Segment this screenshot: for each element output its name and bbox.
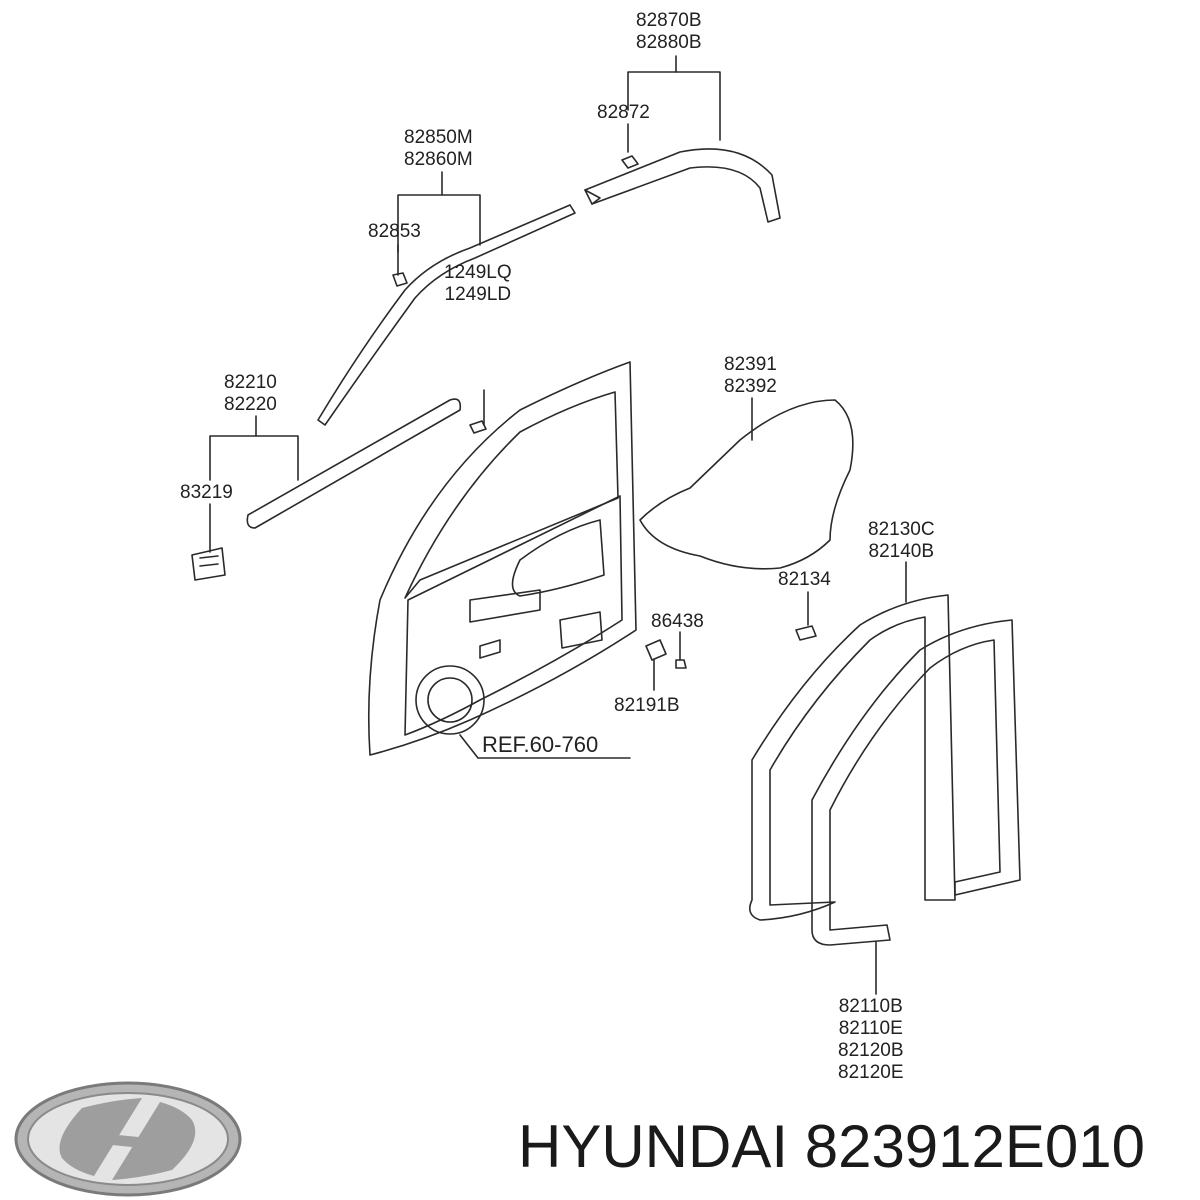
part-number: 82134 (778, 569, 831, 590)
part-number: 82140B (868, 541, 935, 562)
part-number: 82120E (838, 1062, 904, 1083)
label-ref: REF.60-760 (482, 732, 598, 758)
part-number: 82870B (636, 10, 702, 31)
outer-weatherstrip (191, 398, 487, 581)
part-number: 82872 (597, 102, 650, 123)
part-number: 82210 (224, 372, 277, 393)
label-door-seal: 82130C 82140B (868, 519, 935, 563)
part-number: 82391 (724, 354, 777, 375)
part-number: 1249LD (444, 284, 512, 305)
part-number: 82392 (724, 376, 777, 397)
label-top-molding: 82870B 82880B (636, 10, 702, 54)
part-number: 82110E (838, 1018, 903, 1039)
part-number: 82191B (614, 695, 680, 716)
label-bottom-seal: 82110B 82110E 82120B 82120E (838, 996, 904, 1084)
part-number: 82850M (404, 127, 473, 148)
part-number: 82853 (368, 221, 421, 242)
top-molding (584, 148, 781, 223)
door-seal-inner (811, 619, 1021, 946)
label-bolt: 1249LQ 1249LD (444, 262, 512, 306)
part-number: 82860M (404, 149, 473, 170)
reference-number: REF.60-760 (482, 732, 599, 757)
part-number: 82220 (224, 394, 277, 415)
small-clips (645, 625, 817, 669)
leader-lines (209, 55, 907, 995)
door-panel (367, 361, 637, 756)
part-number: 1249LQ (444, 262, 512, 283)
label-outer-weatherstrip: 82210 82220 (224, 372, 277, 416)
brand-title: HYUNDAI 823912E010 (518, 1113, 1146, 1180)
label-sealing-cover: 82391 82392 (724, 354, 777, 398)
part-number: 86438 (651, 611, 704, 632)
part-number: 82110B (838, 996, 903, 1017)
sealing-cover (639, 399, 854, 570)
door-seal-outer (749, 594, 956, 921)
label-belt-molding: 82850M 82860M (404, 127, 473, 171)
label-clip-83219: 83219 (180, 482, 233, 504)
part-number: 83219 (180, 482, 233, 503)
label-clip-86438: 86438 (651, 611, 704, 633)
part-number: 82130C (868, 519, 935, 540)
label-clip-82134: 82134 (778, 569, 831, 591)
belt-molding (317, 204, 576, 426)
part-number: 82120B (838, 1040, 904, 1061)
part-number: 82880B (636, 32, 702, 53)
hyundai-logo (14, 1081, 242, 1197)
label-belt-clip: 82853 (368, 221, 421, 243)
label-clip-82191b: 82191B (614, 695, 680, 717)
label-top-clip: 82872 (597, 102, 650, 124)
